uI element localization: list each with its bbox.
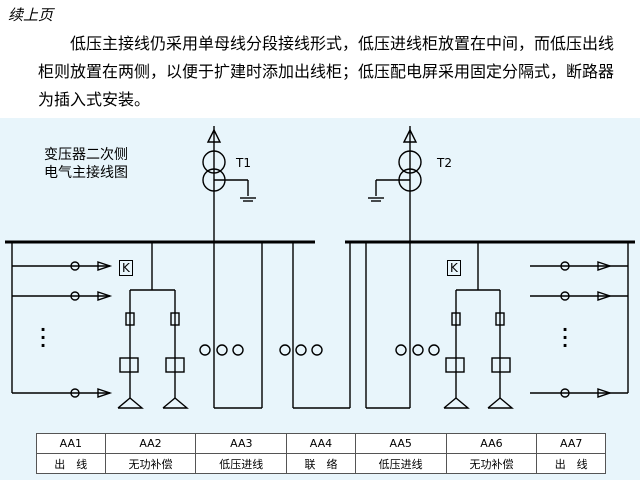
transformer-t1-label: T1	[236, 156, 251, 170]
cabinet-name: 出 线	[36, 453, 106, 474]
diagram-title-line1: 变压器二次侧	[44, 147, 128, 163]
k-label-right: K	[447, 260, 461, 276]
diagram-svg	[5, 126, 635, 409]
ellipsis-left: · · ·	[40, 320, 47, 355]
cabinet-code: AA5	[354, 433, 447, 454]
cabinet-name: 出 线	[536, 453, 606, 474]
k-label-left: K	[119, 260, 133, 276]
cabinet-code: AA7	[536, 433, 606, 454]
cabinet-code-row: AA1 AA2 AA3 AA4 AA5 AA6 AA7	[36, 433, 606, 454]
cabinet-name: 低压进线	[195, 453, 288, 474]
cabinet-code: AA1	[36, 433, 106, 454]
cabinet-name: 无功补偿	[104, 453, 197, 474]
continued-label: 续上页	[8, 6, 54, 24]
ellipsis-right: · · ·	[562, 320, 569, 355]
cabinet-code: AA2	[104, 433, 197, 454]
cabinet-name: 无功补偿	[445, 453, 538, 474]
transformer-t2-label: T2	[437, 156, 452, 170]
cabinet-legend-table: AA1 AA2 AA3 AA4 AA5 AA6 AA7 出 线 无功补偿 低压进…	[36, 433, 606, 474]
cabinet-name-row: 出 线 无功补偿 低压进线 联 络 低压进线 无功补偿 出 线	[36, 453, 606, 474]
body-paragraph: 低压主接线仍采用单母线分段接线形式，低压进线柜放置在中间，而低压出线柜则放置在两…	[38, 34, 615, 109]
wiring-diagram: 变压器二次侧 电气主接线图 T1 T2 K K · · · · · ·	[0, 118, 640, 480]
cabinet-code: AA6	[445, 433, 538, 454]
cabinet-name: 联 络	[286, 453, 356, 474]
cabinet-code: AA3	[195, 433, 288, 454]
cabinet-name: 低压进线	[354, 453, 447, 474]
text-section: 续上页 低压主接线仍采用单母线分段接线形式，低压进线柜放置在中间，而低压出线柜则…	[0, 0, 640, 118]
diagram-title-line2: 电气主接线图	[44, 165, 128, 181]
diagram-title: 变压器二次侧 电气主接线图	[44, 146, 128, 182]
cabinet-code: AA4	[286, 433, 356, 454]
